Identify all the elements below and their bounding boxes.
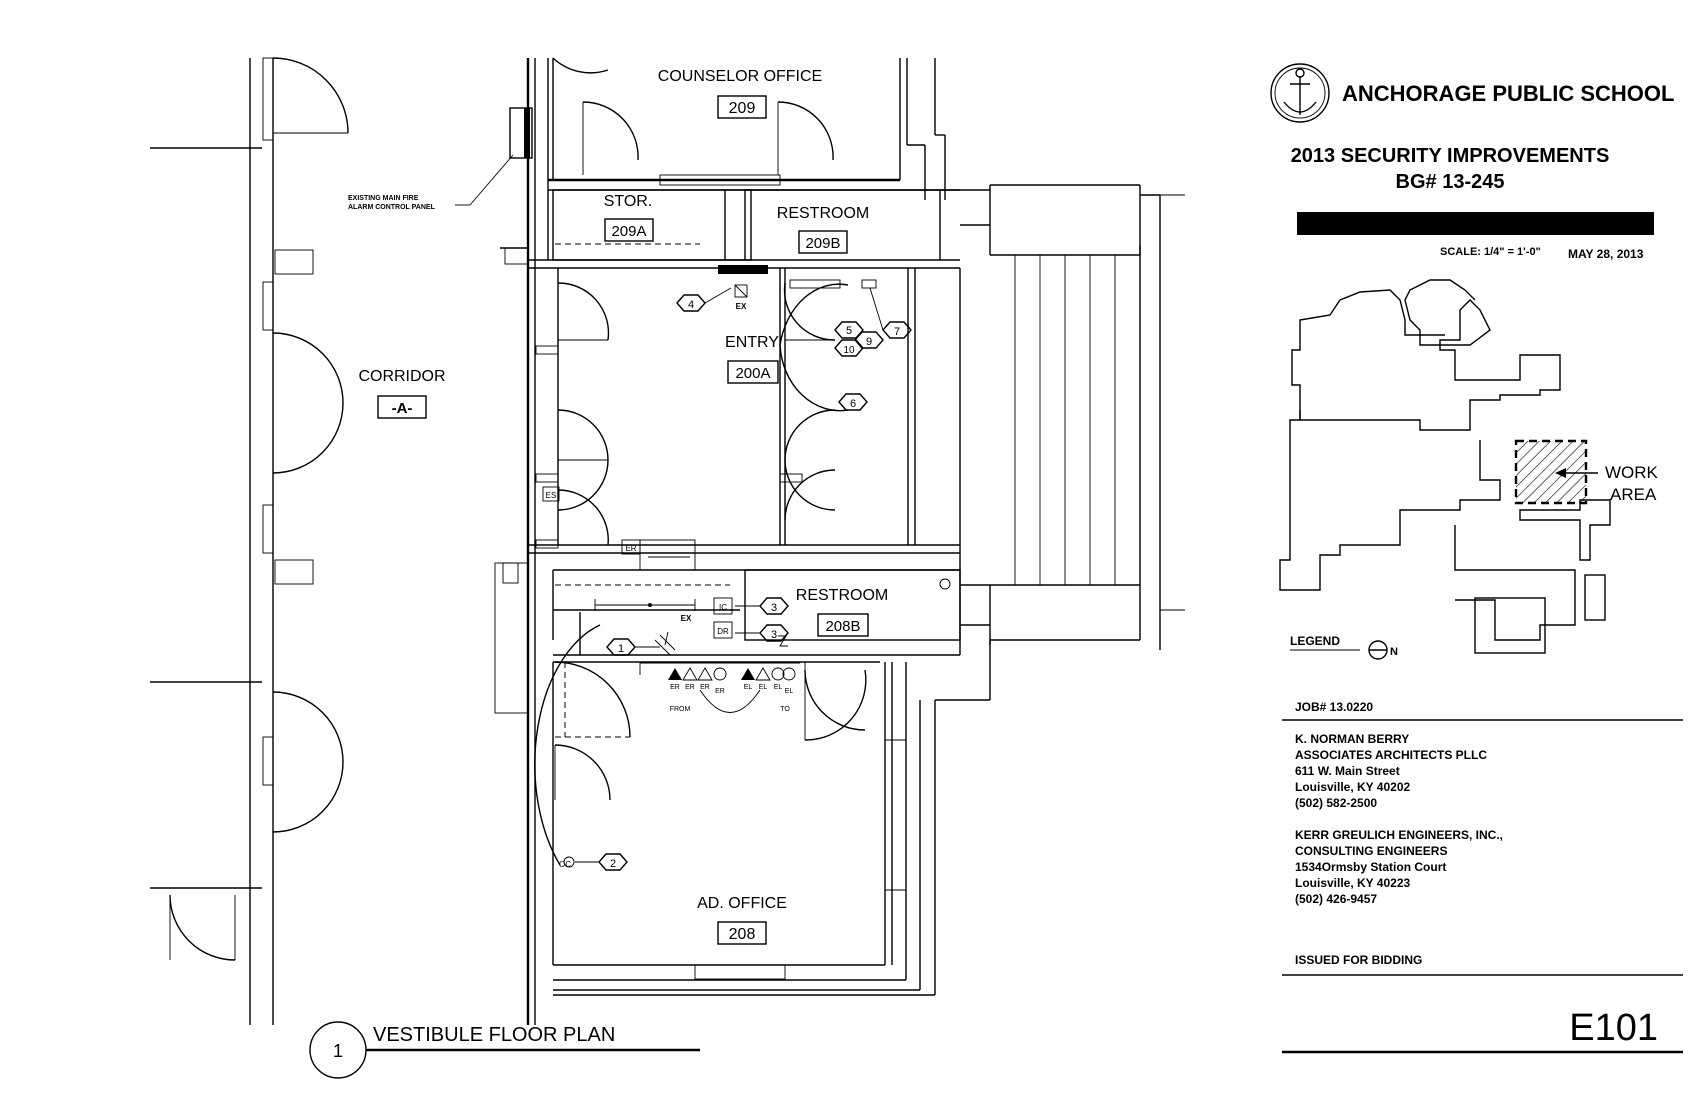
- drawing-title-text: VESTIBULE FLOOR PLAN: [373, 1024, 615, 1046]
- room-number-208b: 208B: [825, 618, 860, 635]
- keynotes: 4 5 10 9 7 6 3 3 1 2: [575, 287, 912, 871]
- room-tag-209b: [798, 230, 848, 254]
- room-name-corridor: CORRIDOR: [358, 368, 445, 385]
- svg-text:ER: ER: [715, 688, 725, 695]
- room-labels: COUNSELOR OFFICE 209 STOR. 209A RESTROOM…: [358, 68, 888, 945]
- svg-text:Louisville, KY 40223: Louisville, KY 40223: [1295, 876, 1410, 890]
- svg-text:ASSOCIATES ARCHITECTS PLLC: ASSOCIATES ARCHITECTS PLLC: [1295, 748, 1487, 762]
- sheet-number: E101: [1569, 1007, 1658, 1049]
- svg-text:EL: EL: [774, 684, 783, 691]
- svg-text:KERR GREULICH ENGINEERS, INC.,: KERR GREULICH ENGINEERS, INC.,: [1295, 828, 1503, 842]
- bg-number: BG# 13-245: [1396, 171, 1505, 193]
- svg-text:CONSULTING ENGINEERS: CONSULTING ENGINEERS: [1295, 844, 1447, 858]
- room-name-restroom-209b: RESTROOM: [777, 205, 869, 222]
- room-tag-209a: [604, 218, 654, 242]
- svg-text:1534Ormsby Station Court: 1534Ormsby Station Court: [1295, 860, 1446, 874]
- fire-alarm-note: EXISTING MAIN FIRE: [348, 195, 419, 202]
- room-name-counselor: COUNSELOR OFFICE: [658, 68, 822, 85]
- title-block: ANCHORAGE PUBLIC SCHOOL 2013 SECURITY IM…: [1270, 63, 1683, 1054]
- svg-text:EL: EL: [759, 684, 768, 691]
- keynote-4: 4: [688, 299, 694, 311]
- building-walls: [494, 57, 991, 1025]
- work-area-label-2: AREA: [1610, 485, 1657, 504]
- drawing-number: 1: [333, 1041, 343, 1061]
- device-es: ES: [546, 491, 557, 500]
- svg-text:(502) 582-2500: (502) 582-2500: [1295, 796, 1377, 810]
- device-ex-top: EX: [736, 302, 747, 311]
- svg-text:EL: EL: [785, 688, 794, 695]
- corridor-walls: [150, 57, 349, 1025]
- scale-text: SCALE: 1/4" = 1'-0": [1440, 246, 1541, 258]
- north-label: N: [1390, 646, 1398, 658]
- project-title: 2013 SECURITY IMPROVEMENTS: [1291, 145, 1610, 167]
- device-dr: DR: [717, 627, 729, 636]
- blacked-out-bar: [1297, 212, 1654, 235]
- stairs: [960, 184, 1185, 650]
- keynote-2: 2: [610, 858, 616, 870]
- room-name-entry: ENTRY: [725, 334, 779, 351]
- svg-text:K. NORMAN BERRY: K. NORMAN BERRY: [1295, 732, 1409, 746]
- room-tag-208: [717, 921, 767, 945]
- date-text: MAY 28, 2013: [1568, 247, 1644, 261]
- device-er: ER: [625, 544, 636, 553]
- room-tag-200a: [727, 360, 779, 384]
- svg-text:ER: ER: [685, 684, 695, 691]
- key-plan: [1279, 279, 1611, 654]
- anchor-logo: [1270, 63, 1330, 123]
- keynote-7: 7: [894, 326, 900, 338]
- legend-label: LEGEND: [1290, 634, 1340, 648]
- svg-text:ER: ER: [670, 684, 680, 691]
- room-number-209b: 209B: [805, 235, 840, 252]
- room-number-208: 208: [729, 926, 756, 943]
- security-devices: EX ES ER EX IC DR ER ER ER ER EL EL E: [542, 265, 800, 869]
- keynote-5: 5: [846, 325, 852, 337]
- keynote-3b: 3: [771, 629, 777, 641]
- device-ex-mid: EX: [681, 614, 692, 623]
- room-name-storage: STOR.: [604, 193, 653, 210]
- job-number: JOB# 13.0220: [1295, 700, 1373, 714]
- label-from: FROM: [670, 706, 691, 713]
- keynote-6: 6: [850, 398, 856, 410]
- svg-text:EL: EL: [744, 684, 753, 691]
- room-name-restroom-208b: RESTROOM: [796, 587, 888, 604]
- room-number-corridor: -A-: [392, 400, 413, 417]
- issue-status: ISSUED FOR BIDDING: [1295, 953, 1422, 967]
- fire-alarm-panel: EXISTING MAIN FIRE ALARM CONTROL PANEL: [348, 107, 533, 211]
- svg-text:Louisville, KY 40202: Louisville, KY 40202: [1295, 780, 1410, 794]
- keynote-10: 10: [843, 345, 855, 356]
- room-tag-209: [717, 95, 767, 119]
- device-ic: IC: [719, 603, 727, 612]
- room-number-209a: 209A: [611, 223, 646, 240]
- room-tag-208b: [817, 613, 869, 637]
- keynote-9: 9: [866, 336, 872, 348]
- room-number-209: 209: [729, 100, 756, 117]
- svg-text:611 W. Main Street: 611 W. Main Street: [1295, 764, 1400, 778]
- fire-alarm-note-2: ALARM CONTROL PANEL: [348, 204, 436, 211]
- svg-text:ER: ER: [700, 684, 710, 691]
- label-to: TO: [780, 706, 790, 713]
- keynote-1: 1: [618, 643, 624, 655]
- school-name: ANCHORAGE PUBLIC SCHOOL: [1342, 81, 1674, 106]
- svg-text:(502) 426-9457: (502) 426-9457: [1295, 892, 1377, 906]
- work-area-label-1: WORK: [1605, 463, 1659, 482]
- room-tag-corridor: [377, 395, 427, 419]
- room-name-ad-office: AD. OFFICE: [697, 895, 787, 912]
- keynote-3a: 3: [771, 602, 777, 614]
- room-number-200a: 200A: [735, 365, 770, 382]
- drawing-title: 1 VESTIBULE FLOOR PLAN: [309, 1021, 700, 1079]
